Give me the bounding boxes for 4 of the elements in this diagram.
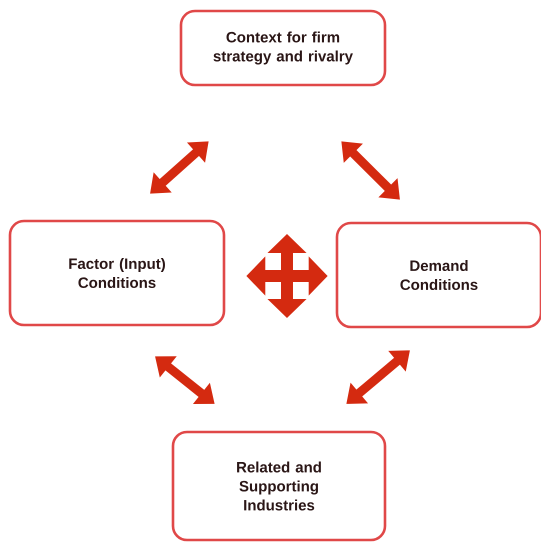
factor-box: Demand Conditions xyxy=(336,222,541,328)
factor-box: Factor (Input) Conditions xyxy=(8,220,226,326)
factor-box: Related and Supporting Industries xyxy=(172,430,386,542)
factor-box: Context for firm strategy and rivalry xyxy=(180,10,386,86)
